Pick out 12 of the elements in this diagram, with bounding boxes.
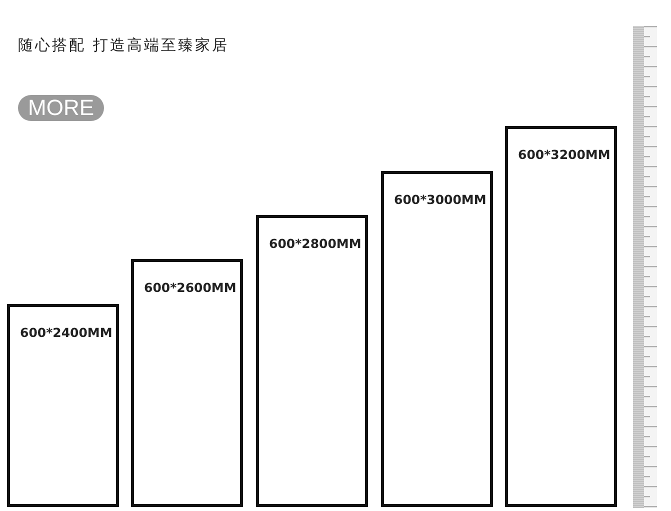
size-box (505, 126, 617, 507)
size-label: 600*3000MM (394, 192, 486, 207)
size-label: 600*2600MM (144, 280, 236, 295)
size-box (7, 304, 119, 507)
title: 随心搭配 打造高端至臻家居 (18, 36, 229, 55)
size-label: 600*2400MM (20, 325, 112, 340)
size-label: 600*3200MM (518, 147, 610, 162)
more-button: MORE (18, 95, 104, 121)
size-box (131, 259, 243, 507)
size-label: 600*2800MM (269, 236, 362, 251)
size-box (381, 171, 493, 507)
size-box (256, 215, 368, 507)
